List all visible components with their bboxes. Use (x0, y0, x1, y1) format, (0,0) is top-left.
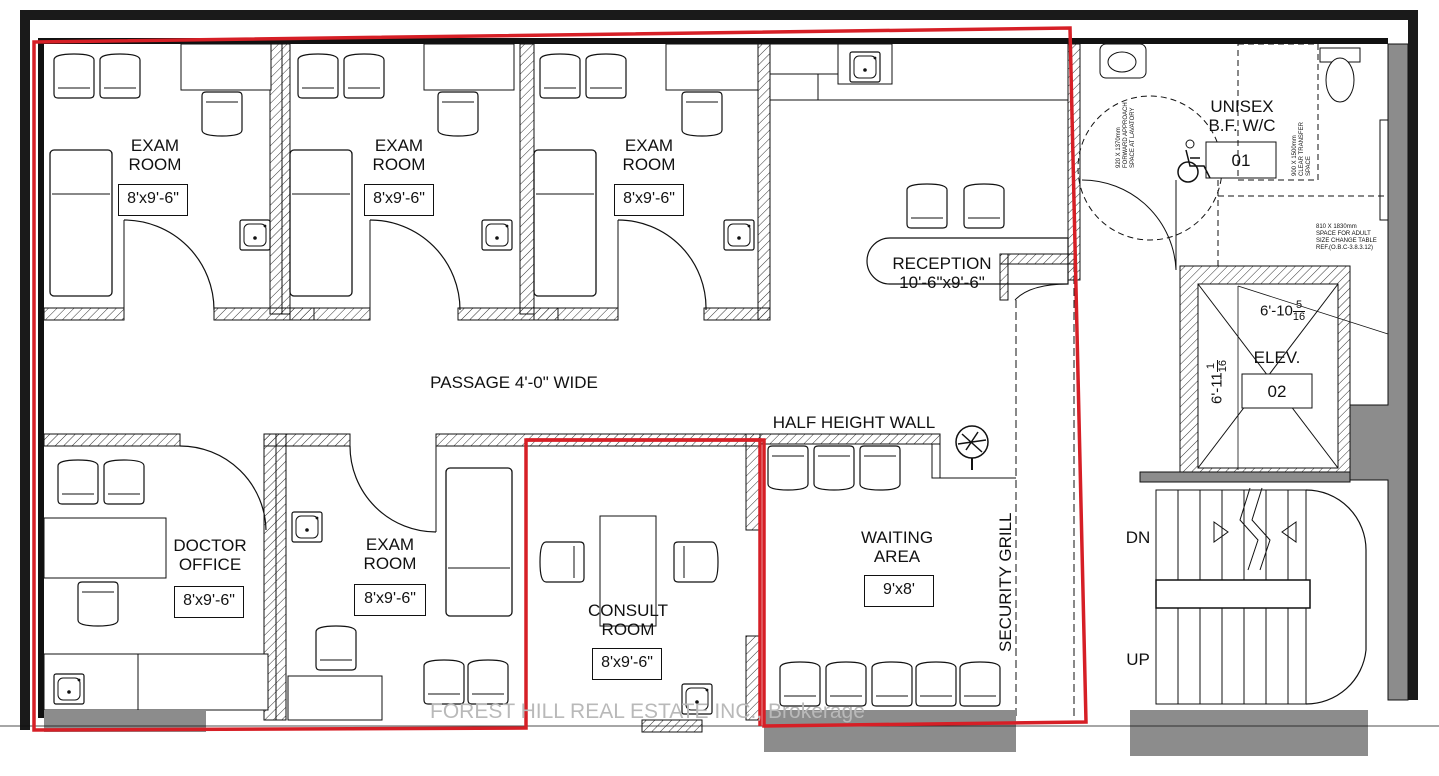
watermark: FOREST HILL REAL ESTATE INC., Brokerage (430, 700, 865, 723)
elevator-name: ELEV. (1253, 348, 1301, 367)
stair-down-label: DN (1125, 528, 1151, 547)
exam-room-4-size: 8'x9'-6" (354, 584, 426, 616)
accessibility-icon (1177, 139, 1211, 183)
consult-room-size: 8'x9'-6" (592, 648, 662, 680)
waiting-area-size: 9'x8' (864, 575, 934, 607)
half-height-wall-label: HALF HEIGHT WALL (772, 413, 936, 432)
security-grill-label: SECURITY GRILL (996, 512, 1015, 652)
exam-room-3-size: 8'x9'-6" (614, 184, 684, 216)
exam-room-1-size: 8'x9'-6" (118, 184, 188, 216)
washroom-number: 01 (1231, 151, 1251, 170)
exam-room-2-size: 8'x9'-6" (364, 184, 434, 216)
stair-up-label: UP (1126, 650, 1150, 669)
passage-label: PASSAGE 4'-0" WIDE (430, 373, 598, 392)
elevator-number: 02 (1267, 382, 1287, 401)
doctor-office-size: 8'x9'-6" (174, 586, 244, 618)
plant-icon (955, 425, 989, 470)
